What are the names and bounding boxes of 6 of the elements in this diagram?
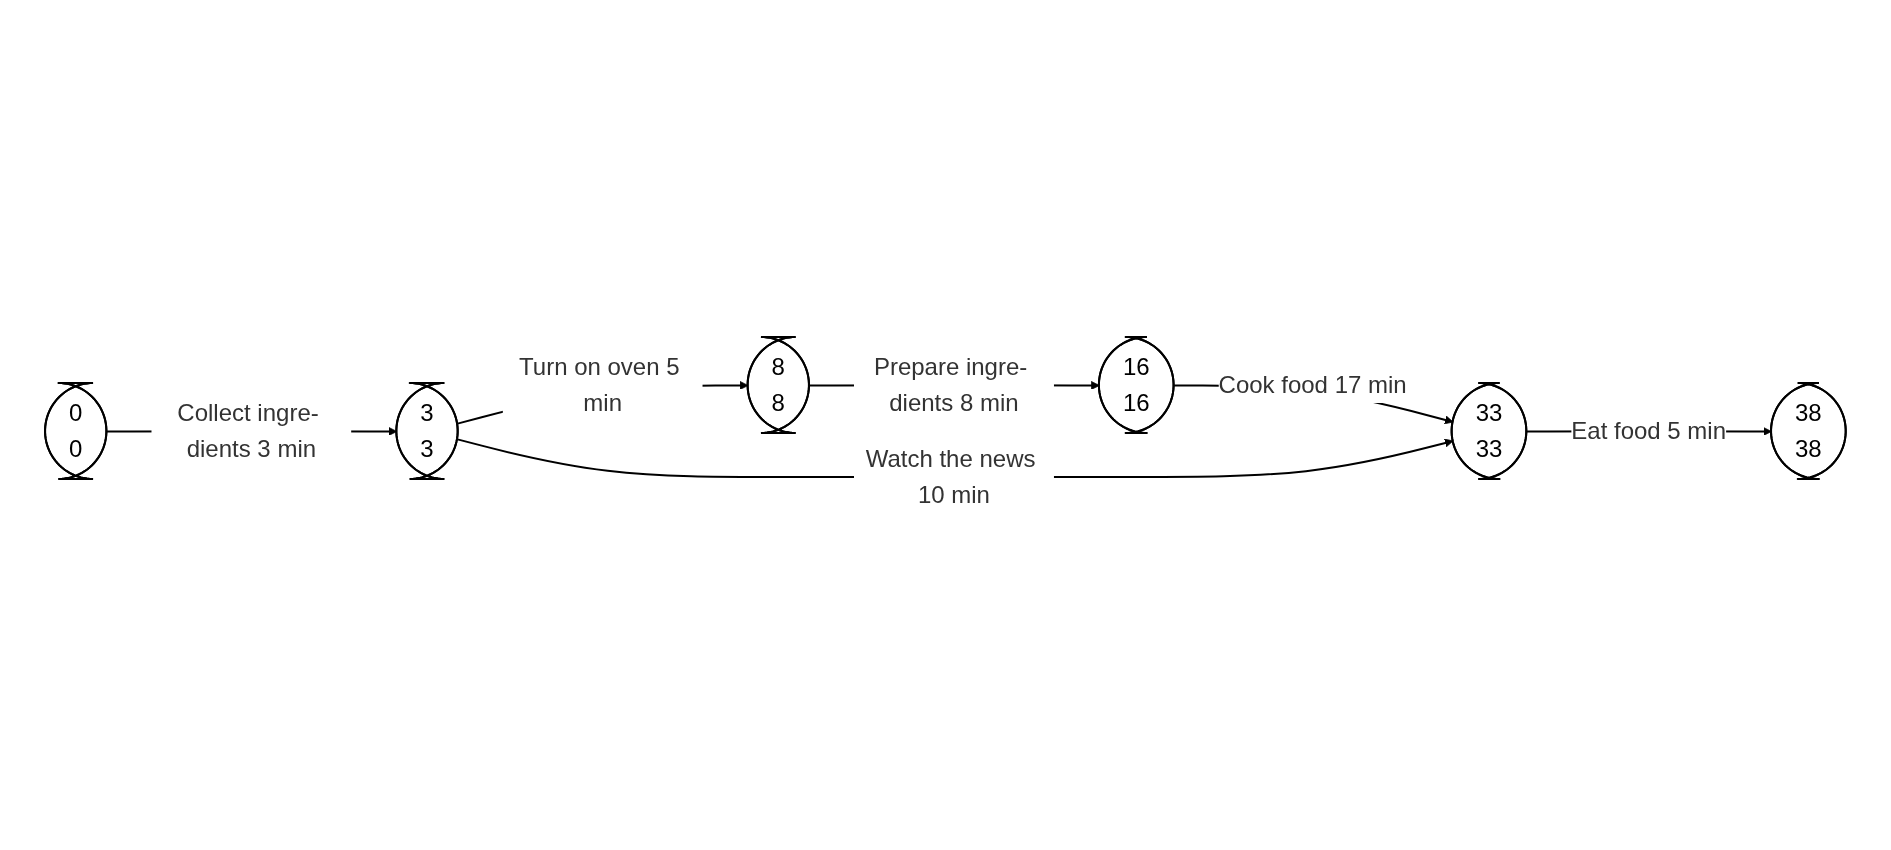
edge-label: Turn on oven 5 min: [519, 353, 680, 416]
edge-label: Eat food 5 min: [1571, 416, 1727, 444]
edge-label: Watch the news 10 min: [865, 444, 1036, 508]
edge-label: Prepare ingre- dients 8 min: [874, 353, 1028, 416]
edge-label: Collect ingre- dients 3 min: [177, 398, 319, 462]
edge-label: Cook food 17 min: [1218, 371, 1407, 398]
